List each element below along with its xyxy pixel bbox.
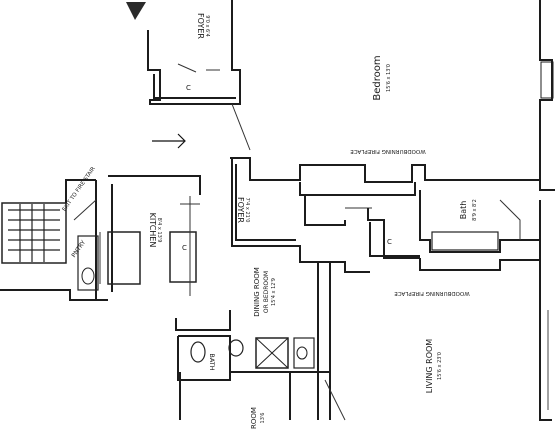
annotation-fireplace-top: WOODBURNING FIREPLACE <box>350 148 426 154</box>
svg-text:7'4 x 21'0: 7'4 x 21'0 <box>244 198 250 223</box>
room-label-living: LIVING ROOM 15'6 x 23'0 <box>425 339 443 394</box>
svg-text:WOODBURNING FIREPLACE: WOODBURNING FIREPLACE <box>394 290 470 296</box>
room-label-foyer-main: FOYER 7'4 x 21'0 <box>236 197 250 223</box>
svg-text:ROOM: ROOM <box>250 407 258 429</box>
room-label-bedroom: Bedroom 15'6 x 13'0 <box>372 55 392 100</box>
svg-text:DINING ROOM: DINING ROOM <box>253 267 261 317</box>
closet-mark: C <box>387 238 392 246</box>
closet-mark: C <box>182 244 187 252</box>
room-label-bottom-room: ROOM 13'6 <box>250 407 266 429</box>
foyer-main-walls <box>175 158 370 420</box>
svg-text:8'9 x 8'2: 8'9 x 8'2 <box>472 199 478 221</box>
room-label-pantry: PNTRY <box>70 239 87 259</box>
foyer-top-walls <box>147 0 251 151</box>
room-label-bath-small: BATH <box>208 353 216 370</box>
svg-text:WOODBURNING FIREPLACE: WOODBURNING FIREPLACE <box>350 148 426 154</box>
svg-text:FOYER: FOYER <box>196 13 205 39</box>
svg-text:LIVING ROOM: LIVING ROOM <box>425 339 434 394</box>
pointer-arrow-icon <box>152 133 186 149</box>
small-bath <box>177 335 330 420</box>
living-room-walls <box>317 258 540 421</box>
fire-stair <box>0 179 97 301</box>
svg-text:Bedroom: Bedroom <box>372 55 383 100</box>
svg-text:BATH: BATH <box>208 353 216 370</box>
svg-text:13'6: 13'6 <box>260 413 266 424</box>
north-arrow-icon <box>126 2 146 20</box>
bedroom-bottom-wall <box>230 157 540 259</box>
svg-text:OR BEDROOM: OR BEDROOM <box>263 271 270 313</box>
svg-text:9'0 x 6'4: 9'0 x 6'4 <box>204 15 210 37</box>
right-exterior-wall <box>539 0 555 421</box>
room-label-dining: DINING ROOM OR BEDROOM 15'4 x 12'9 <box>253 267 277 317</box>
svg-text:Bath: Bath <box>459 201 468 220</box>
kitchen-walls <box>95 175 201 301</box>
svg-text:FOYER: FOYER <box>236 197 245 223</box>
svg-text:15'4 x 12'9: 15'4 x 12'9 <box>271 278 277 306</box>
closet-mark: C <box>186 84 191 92</box>
annotation-fireplace-bottom: WOODBURNING FIREPLACE <box>394 290 470 296</box>
svg-text:8'4 x 13'9: 8'4 x 13'9 <box>156 218 162 243</box>
svg-text:15'6 x 23'0: 15'6 x 23'0 <box>437 352 443 380</box>
svg-text:15'6 x 13'0: 15'6 x 13'0 <box>386 64 392 92</box>
svg-text:PNTRY: PNTRY <box>70 239 87 259</box>
room-label-foyer-top: FOYER 9'0 x 6'4 <box>196 13 210 39</box>
pantry-walls <box>77 235 99 291</box>
room-label-bath-right: Bath 8'9 x 8'2 <box>459 199 478 221</box>
room-label-kitchen: KITCHEN 8'4 x 13'9 <box>148 213 162 248</box>
svg-text:KITCHEN: KITCHEN <box>148 213 157 248</box>
